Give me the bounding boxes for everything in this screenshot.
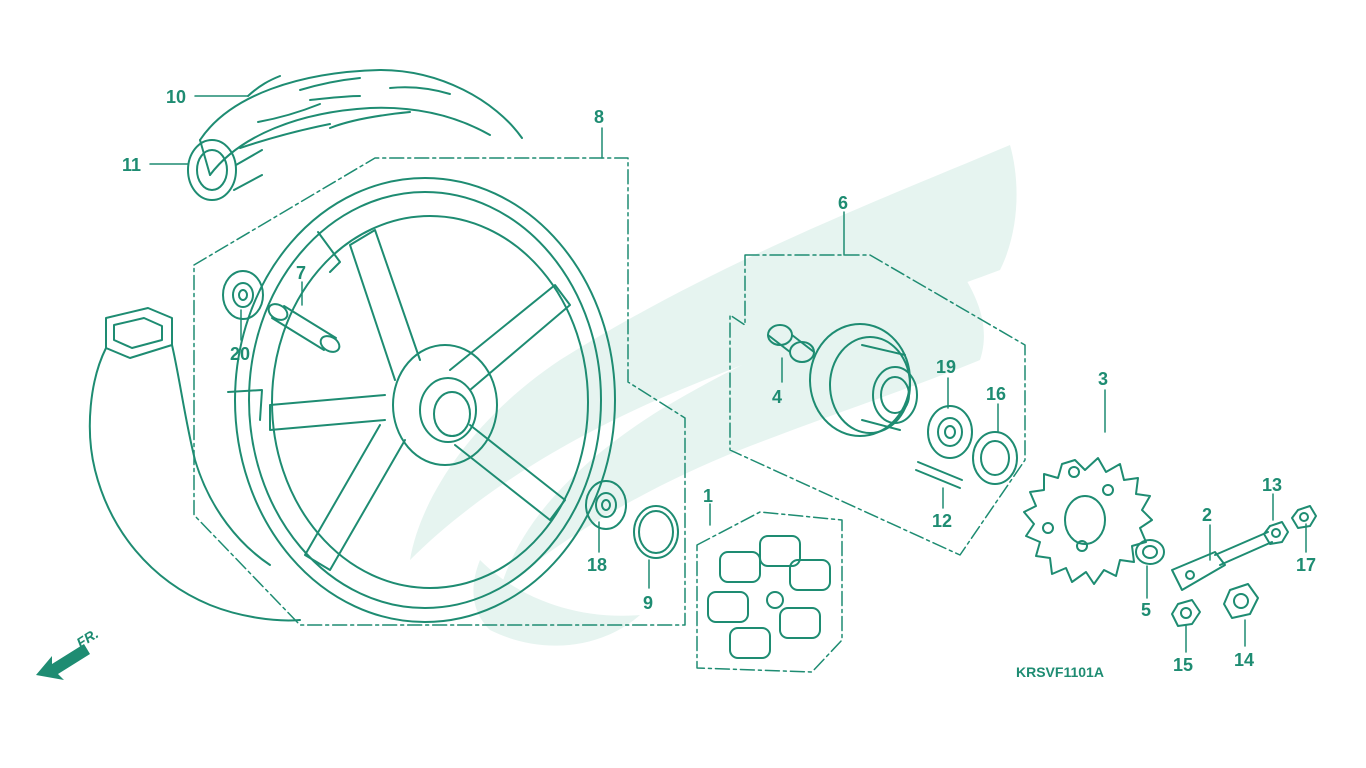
callout-12[interactable]: 12 bbox=[932, 511, 953, 531]
collar-part-5 bbox=[1135, 539, 1165, 565]
cast-wheel-part-8 bbox=[227, 177, 616, 623]
nut-part-15 bbox=[1171, 599, 1201, 627]
bearing-part-18 bbox=[585, 480, 627, 530]
inner-tube-part-11 bbox=[187, 139, 263, 201]
group-outline-wheel bbox=[193, 157, 686, 626]
tire-part-10 bbox=[199, 69, 523, 176]
bearing-part-19 bbox=[927, 405, 973, 459]
callout-18[interactable]: 18 bbox=[587, 555, 608, 575]
adjuster-part-2 bbox=[1171, 531, 1273, 591]
oil-seal-part-16 bbox=[972, 431, 1018, 485]
callout-16[interactable]: 16 bbox=[986, 384, 1007, 404]
callout-20[interactable]: 20 bbox=[230, 344, 251, 364]
tire-section bbox=[88, 307, 301, 622]
callout-11[interactable]: 11 bbox=[122, 155, 142, 175]
diagram-code: KRSVF1101A bbox=[1016, 664, 1104, 680]
callout-5[interactable]: 5 bbox=[1141, 600, 1152, 620]
callout-13[interactable]: 13 bbox=[1262, 475, 1283, 495]
front-direction-arrow-icon bbox=[36, 644, 90, 680]
collar-part-7 bbox=[267, 303, 341, 353]
callout-9[interactable]: 9 bbox=[643, 593, 654, 613]
nut-part-14 bbox=[1223, 583, 1259, 619]
callout-8[interactable]: 8 bbox=[594, 107, 605, 127]
callout-10[interactable]: 10 bbox=[166, 87, 187, 107]
callout-17[interactable]: 17 bbox=[1296, 555, 1317, 575]
group-outline-dampers bbox=[696, 511, 843, 673]
hub-part-6 bbox=[809, 323, 918, 437]
callout-3[interactable]: 3 bbox=[1098, 369, 1109, 389]
callout-15[interactable]: 15 bbox=[1173, 655, 1194, 675]
callout-6[interactable]: 6 bbox=[838, 193, 849, 213]
callout-1[interactable]: 1 bbox=[703, 486, 714, 506]
callout-7[interactable]: 7 bbox=[296, 263, 307, 283]
leader-lines bbox=[149, 95, 1307, 653]
callout-2[interactable]: 2 bbox=[1202, 505, 1213, 525]
wing-logo-watermark bbox=[410, 145, 1017, 646]
collar-part-4 bbox=[767, 324, 815, 363]
callout-19[interactable]: 19 bbox=[936, 357, 957, 377]
nut-part-17 bbox=[1291, 505, 1317, 529]
sprocket-part-3 bbox=[1023, 457, 1153, 585]
nut-part-13 bbox=[1263, 521, 1289, 545]
bearing-part-20 bbox=[222, 270, 264, 320]
callout-14[interactable]: 14 bbox=[1234, 650, 1255, 670]
group-outline-hub bbox=[729, 254, 1026, 556]
callout-4[interactable]: 4 bbox=[772, 387, 783, 407]
o-ring-part-9 bbox=[633, 505, 679, 559]
stud-bolt-part-12 bbox=[915, 461, 963, 489]
damper-set-part-1 bbox=[707, 535, 831, 659]
